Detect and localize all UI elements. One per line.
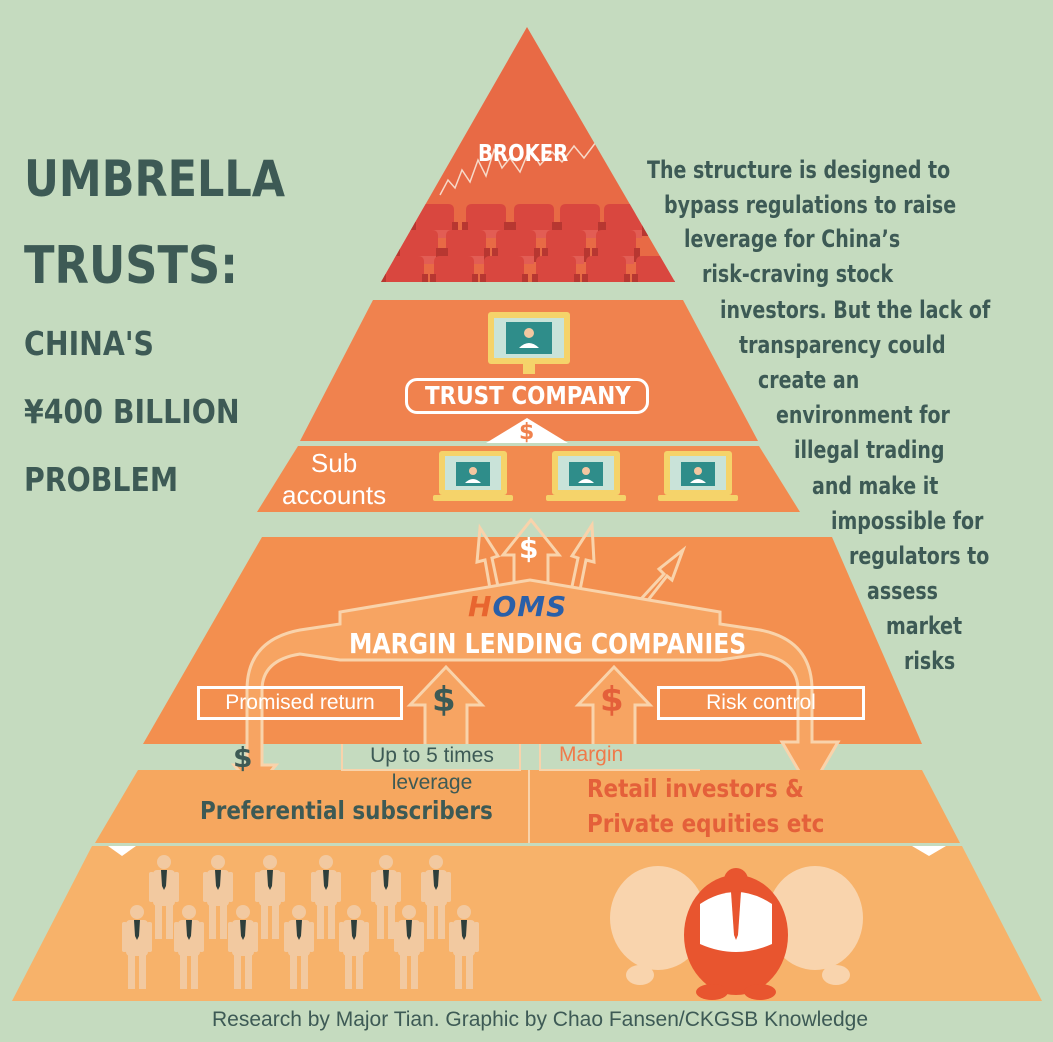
dollar-icon: $ [600, 680, 624, 720]
preferential-subscribers-label: Preferential subscribers [200, 796, 493, 825]
title-line-4: ¥400 BILLION [24, 392, 240, 431]
arrow-icon [475, 517, 687, 605]
sub-accounts-line-2: accounts [282, 480, 387, 510]
tier-subscribers [95, 770, 960, 843]
dollar-icon: $ [519, 420, 535, 445]
title-line-3: CHINA'S [24, 324, 154, 363]
description-line: transparency could [739, 331, 946, 359]
flow-outline [230, 578, 841, 793]
title-line-1: UMBRELLA [24, 150, 286, 208]
laptop-person-icon [433, 451, 513, 501]
laptop-person-icon [658, 451, 738, 501]
dollar-icon: $ [233, 741, 253, 774]
description-line: leverage for China’s [684, 225, 901, 253]
monitor-person-icon [488, 312, 570, 374]
leverage-line-1: Up to 5 times [370, 744, 494, 767]
arrow-icon [406, 664, 486, 744]
stock-line-icon [439, 140, 607, 196]
leverage-line-2: leverage [391, 771, 473, 794]
trust-company-box [405, 378, 649, 414]
laptop-person-icon [546, 451, 626, 501]
description-line: regulators to [849, 542, 990, 570]
private-equities-label: Private equities etc [587, 809, 825, 838]
description-line: environment for [776, 401, 950, 429]
homs-logo: HOMS [468, 590, 568, 623]
description-line: illegal trading [794, 436, 945, 464]
description-line: assess [867, 577, 938, 605]
margin-label: Margin [559, 743, 624, 766]
description-line: investors. But the lack of [720, 296, 991, 324]
dollar-icon: $ [432, 680, 456, 720]
leverage-label: Up to 5 times leverage [352, 742, 512, 796]
description-line: risks [904, 647, 956, 675]
description-line: bypass regulations to raise [664, 191, 957, 219]
description-line: and make it [812, 472, 939, 500]
title-line-2: TRUSTS: [24, 236, 239, 296]
promised-return-label: Promised return [197, 686, 403, 720]
dollar-icon: $ [519, 532, 539, 565]
seats-icon [381, 140, 675, 282]
description-line: impossible for [831, 507, 984, 535]
arrow-icon [574, 664, 654, 744]
description-line: create an [758, 366, 860, 394]
sub-accounts-line-1: Sub [310, 448, 358, 478]
description-line: risk-craving stock [702, 260, 894, 288]
sub-accounts-label: Sub accounts [282, 447, 386, 511]
retail-investors-label: Retail investors & [587, 774, 804, 803]
fat-investor-icon [610, 866, 863, 1000]
description-line: market [886, 612, 963, 640]
broker-label: BROKER [478, 141, 569, 167]
margin-lending-label: MARGIN LENDING COMPANIES [349, 627, 747, 660]
trust-company-label: TRUST COMPANY [425, 381, 631, 410]
dollar-arrow-up [486, 418, 568, 443]
credit-line: Research by Major Tian. Graphic by Chao … [212, 1008, 868, 1031]
title-line-5: PROBLEM [24, 460, 179, 499]
risk-control-label: Risk control [657, 686, 865, 720]
description-line: The structure is designed to [647, 156, 951, 184]
